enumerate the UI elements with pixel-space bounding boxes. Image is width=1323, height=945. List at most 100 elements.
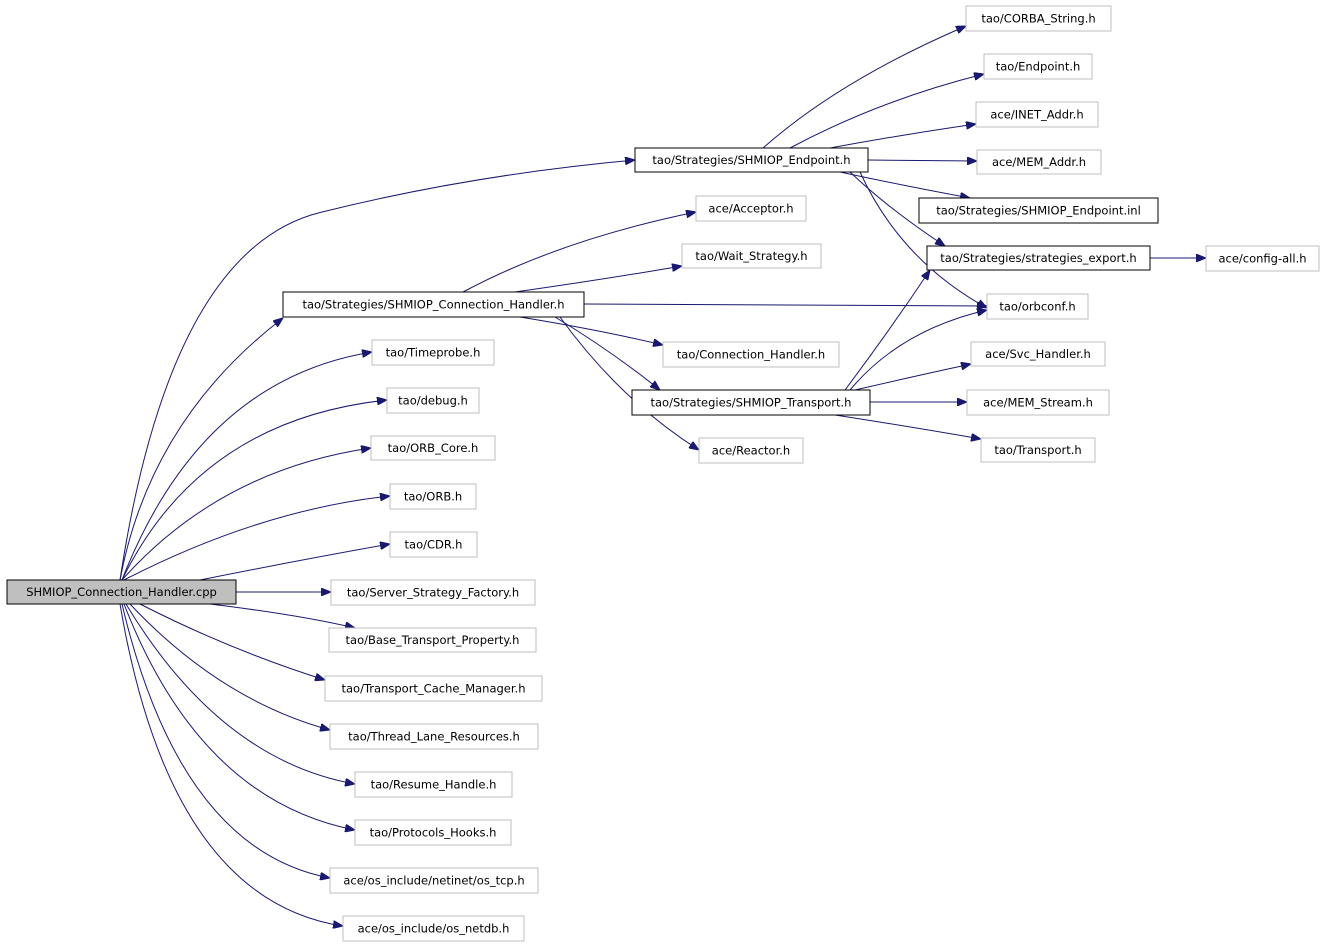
nodes-layer: SHMIOP_Connection_Handler.cpp tao/Strateg… [6, 5, 1320, 942]
node-box [695, 195, 807, 222]
edge-n_sch-to-n_acc [462, 212, 696, 293]
edge-n_root-to-n_tp [121, 352, 372, 581]
edge-n_root-to-n_ph [123, 603, 355, 830]
node-endp[interactable]: tao/Endpoint.h [983, 53, 1093, 80]
node-label: tao/Strategies/SHMIOP_Connection_Handler… [302, 298, 564, 312]
edge-n_root-to-n_netdb [119, 603, 343, 926]
node-wait[interactable]: tao/Wait_Strategy.h [681, 243, 822, 269]
node-box [1205, 245, 1320, 272]
node-box [980, 437, 1096, 463]
node-tcp[interactable]: ace/os_include/netinet/os_tcp.h [329, 867, 539, 894]
edge-n_ep-to-n_inet [829, 124, 976, 149]
edge-n_ep-to-n_sexp [849, 171, 945, 246]
node-netdb[interactable]: ace/os_include/os_netdb.h [342, 915, 525, 942]
node-label: tao/Thread_Lane_Resources.h [348, 730, 520, 744]
edge-n_root-to-n_ep [119, 160, 635, 581]
node-box [976, 149, 1102, 175]
node-box [330, 579, 536, 606]
node-label: ace/MEM_Addr.h [992, 155, 1086, 169]
node-box [986, 293, 1089, 320]
edge-n_root-to-n_rh [125, 603, 355, 784]
node-inet[interactable]: ace/INET_Addr.h [975, 101, 1099, 128]
edge-n_tr-to-n_svc [854, 364, 971, 391]
edge-n_sch-to-n_react [559, 316, 699, 450]
node-label: tao/debug.h [398, 394, 468, 408]
edge-n_root-to-n_cdr [199, 544, 390, 581]
node-box [354, 819, 512, 846]
node-orb[interactable]: tao/ORB.h [389, 483, 477, 510]
node-box [631, 389, 871, 416]
node-cdr[interactable]: tao/CDR.h [389, 531, 478, 558]
node-cstr[interactable]: tao/CORBA_String.h [965, 5, 1112, 32]
node-box [371, 339, 495, 366]
node-label: ace/os_include/os_netdb.h [358, 922, 510, 936]
node-mema[interactable]: ace/MEM_Addr.h [976, 149, 1102, 175]
node-box [282, 291, 585, 318]
edge-n_ep-to-n_endp [789, 74, 984, 149]
node-box [698, 437, 804, 464]
node-label: tao/CORBA_String.h [981, 12, 1095, 26]
node-label: tao/Resume_Handle.h [371, 778, 497, 792]
node-box [389, 531, 478, 558]
node-label: tao/Transport_Cache_Manager.h [342, 682, 526, 696]
edge-n_root-to-n_tlr [129, 603, 330, 730]
edge-n_sch-to-n_orbc [583, 304, 987, 306]
edge-n_tr-to-n_orbc [849, 310, 987, 391]
node-dbg[interactable]: tao/debug.h [386, 387, 480, 414]
node-cfg[interactable]: ace/config-all.h [1205, 245, 1320, 272]
node-svc[interactable]: ace/Svc_Handler.h [970, 341, 1106, 367]
node-trans[interactable]: tao/Transport.h [980, 437, 1096, 463]
node-ep[interactable]: tao/Strategies/SHMIOP_Endpoint.h [634, 147, 869, 173]
node-tlr[interactable]: tao/Thread_Lane_Resources.h [329, 723, 539, 750]
edge-n_tr-to-n_sexp [844, 270, 930, 391]
node-label: tao/Endpoint.h [996, 60, 1081, 74]
edge-n_sch-to-n_wait [514, 266, 682, 293]
node-box [386, 387, 480, 414]
edge-n_ep-to-n_mema [867, 160, 977, 161]
node-box [662, 341, 840, 368]
node-label: tao/Connection_Handler.h [677, 348, 825, 362]
node-sch[interactable]: tao/Strategies/SHMIOP_Connection_Handler… [282, 291, 585, 318]
node-tr[interactable]: tao/Strategies/SHMIOP_Transport.h [631, 389, 871, 416]
node-label: ace/config-all.h [1218, 252, 1306, 266]
node-rh[interactable]: tao/Resume_Handle.h [354, 771, 513, 798]
node-box [389, 483, 477, 510]
node-ph[interactable]: tao/Protocols_Hooks.h [354, 819, 512, 846]
node-label: tao/Wait_Strategy.h [695, 249, 807, 263]
node-label: ace/INET_Addr.h [990, 108, 1083, 122]
node-ssf[interactable]: tao/Server_Strategy_Factory.h [330, 579, 536, 606]
node-react[interactable]: ace/Reactor.h [698, 437, 804, 464]
node-tcm[interactable]: tao/Transport_Cache_Manager.h [324, 675, 543, 702]
edge-n_root-to-n_orb [123, 496, 390, 581]
node-label: tao/Strategies/strategies_export.h [940, 251, 1136, 265]
node-orbc[interactable]: tao/orbconf.h [986, 293, 1089, 320]
node-box [681, 243, 822, 269]
node-tp[interactable]: tao/Timeprobe.h [371, 339, 495, 366]
node-conh[interactable]: tao/Connection_Handler.h [662, 341, 840, 368]
node-box [918, 197, 1159, 224]
node-acc[interactable]: ace/Acceptor.h [695, 195, 807, 222]
node-btp[interactable]: tao/Base_Transport_Property.h [328, 627, 537, 653]
node-orbcore[interactable]: tao/ORB_Core.h [370, 435, 496, 461]
edge-n_ep-to-n_orbc [859, 171, 987, 308]
node-mems[interactable]: ace/MEM_Stream.h [966, 389, 1110, 416]
node-box [342, 915, 525, 942]
edge-n_root-to-n_orbcore [121, 448, 371, 581]
node-box [634, 147, 869, 173]
edge-n_root-to-n_btp [209, 603, 355, 628]
edge-n_root-to-n_tcm [139, 603, 325, 680]
edge-n_ep-to-n_epinl [839, 171, 970, 198]
node-sexp[interactable]: tao/Strategies/strategies_export.h [926, 245, 1151, 271]
node-label: tao/CDR.h [405, 538, 463, 552]
node-box [328, 627, 537, 653]
edges-layer [119, 26, 1206, 926]
edge-n_root-to-n_dbg [121, 400, 387, 581]
node-label: ace/Svc_Handler.h [985, 347, 1091, 361]
node-epinl[interactable]: tao/Strategies/SHMIOP_Endpoint.inl [918, 197, 1159, 224]
node-label: ace/MEM_Stream.h [983, 396, 1093, 410]
node-root[interactable]: SHMIOP_Connection_Handler.cpp [6, 579, 237, 605]
node-label: tao/Protocols_Hooks.h [370, 826, 497, 840]
node-label: tao/ORB.h [404, 490, 462, 504]
node-label: tao/orbconf.h [999, 300, 1075, 314]
node-box [966, 389, 1110, 416]
